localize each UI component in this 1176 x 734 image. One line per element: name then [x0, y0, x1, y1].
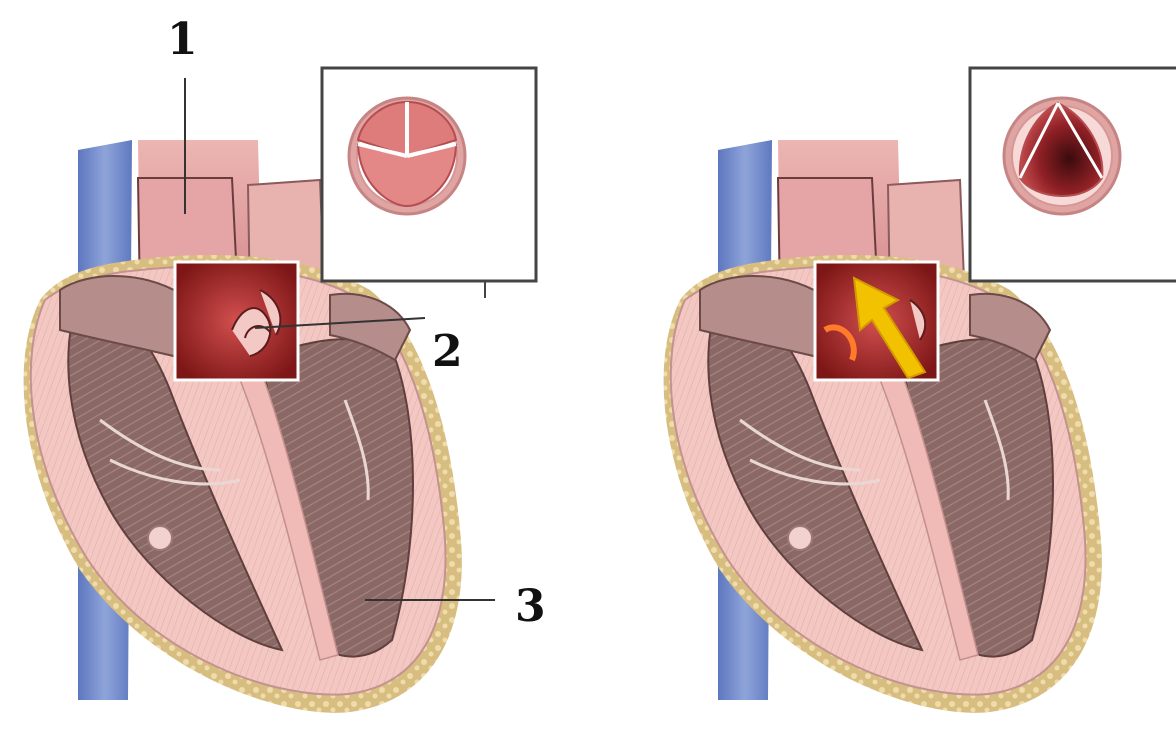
label-2: 2 — [432, 330, 463, 374]
open-valve-icon — [1004, 98, 1120, 214]
healthy-heart-panel — [24, 68, 536, 713]
label-1: 1 — [167, 18, 198, 62]
closed-valve-icon — [349, 98, 465, 214]
regurgitant-heart-panel — [664, 68, 1176, 713]
label-3: 3 — [515, 585, 546, 629]
